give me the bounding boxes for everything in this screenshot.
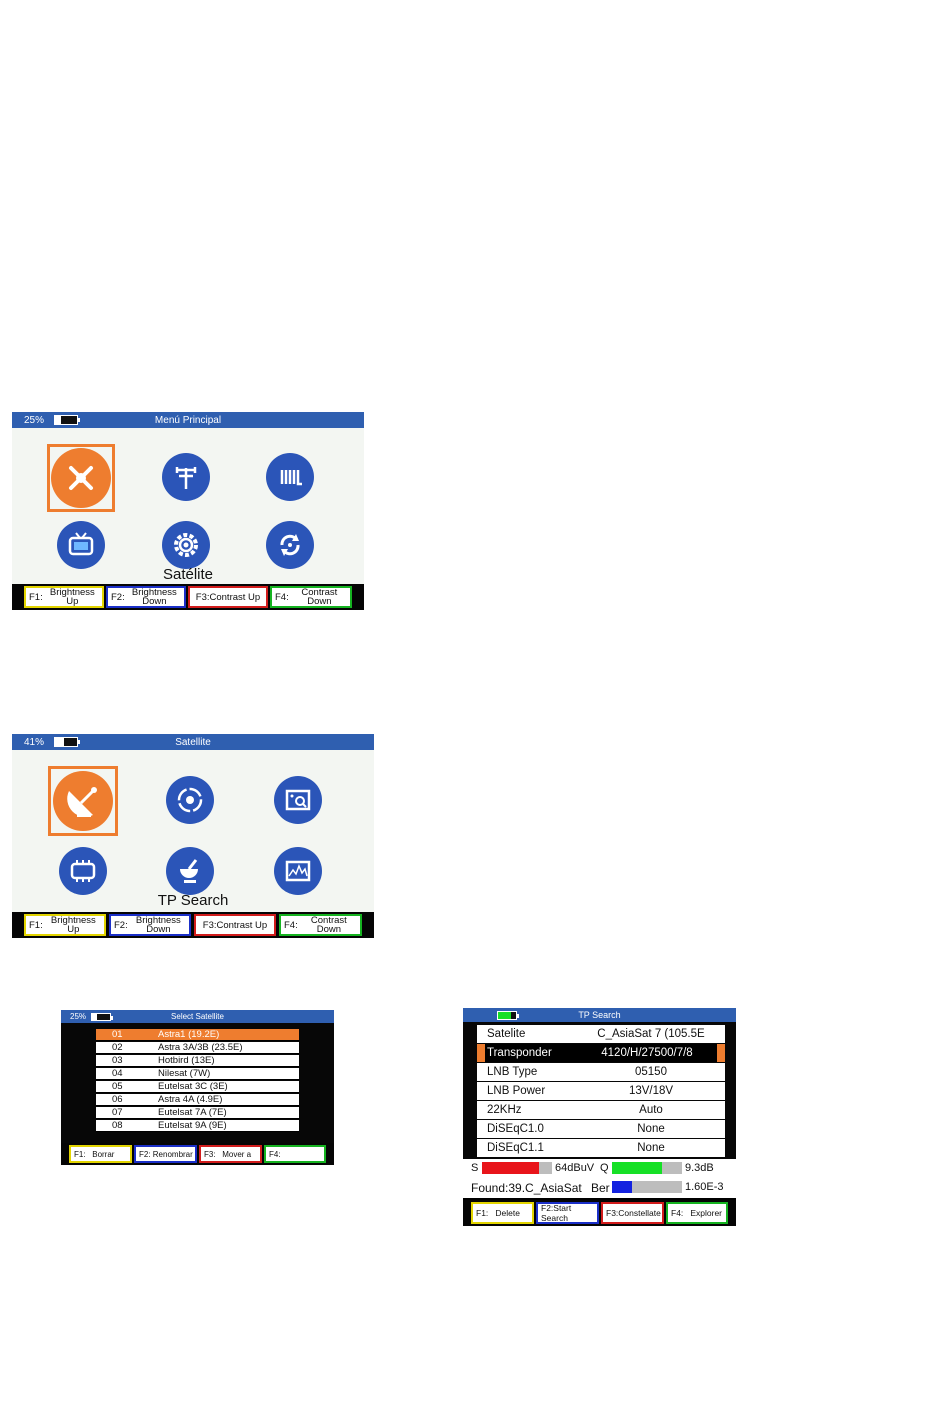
photo-search-icon[interactable]	[274, 776, 322, 824]
signal-strength-bar	[482, 1162, 552, 1174]
param-transponder[interactable]: Transponder 4120/H/27500/7/8	[477, 1044, 725, 1062]
settings-gear-icon[interactable]	[162, 521, 210, 569]
signal-strength-value: 64dBuV	[555, 1162, 595, 1174]
status-bar: TP Search	[463, 1008, 736, 1022]
f3-button[interactable]: F3: Mover a	[199, 1145, 262, 1163]
icon-grid: TP Search	[12, 750, 374, 912]
blind-scan-icon[interactable]	[166, 776, 214, 824]
lnb-icon[interactable]	[59, 847, 107, 895]
selected-item-label: TP Search	[157, 892, 229, 909]
battery-percent: 25%	[70, 1012, 87, 1021]
list-item[interactable]: 03 Hotbird (13E)	[96, 1055, 299, 1067]
status-bar: 25% Select Satellite	[61, 1010, 334, 1023]
param-lnb-power[interactable]: LNB Power 13V/18V	[477, 1082, 725, 1100]
satellite-icon[interactable]	[51, 448, 111, 508]
param-diseqc11[interactable]: DiSEqC1.1 None	[477, 1139, 725, 1157]
signal-quality-value: 9.3dB	[685, 1162, 714, 1174]
ber-bar	[612, 1181, 682, 1193]
f3-button[interactable]: F3:Contrast Up	[194, 914, 276, 936]
signal-label: S	[471, 1162, 479, 1174]
screen-title: Satellite	[175, 736, 211, 748]
quality-label: Q	[600, 1162, 609, 1174]
f1-delete-button[interactable]: F1: Delete	[471, 1202, 534, 1224]
list-item[interactable]: 05 Eutelsat 3C (3E)	[96, 1081, 299, 1093]
screen-title: Menú Principal	[154, 414, 222, 426]
tv-icon[interactable]	[57, 521, 105, 569]
battery-icon	[91, 1012, 113, 1021]
tp-parameters: Satelite C_AsiaSat 7 (105.5E Transponder…	[463, 1022, 736, 1159]
list-item[interactable]: 01 Astra1 (19.2E)	[96, 1029, 299, 1041]
param-lnb-type[interactable]: LNB Type 05150	[477, 1063, 725, 1081]
list-item[interactable]: 08 Eutelsat 9A (9E)	[96, 1120, 299, 1132]
signal-quality-fill	[612, 1162, 663, 1174]
param-satellite[interactable]: Satelite C_AsiaSat 7 (105.5E	[477, 1025, 725, 1043]
selection-frame	[47, 444, 115, 512]
selection-frame	[48, 766, 118, 836]
selected-item-label: Satélite	[162, 566, 214, 583]
f4-explorer-button[interactable]: F4: Explorer	[666, 1202, 728, 1224]
icon-grid: Satélite	[12, 428, 364, 584]
signal-quality-bar	[612, 1162, 682, 1174]
battery-icon	[54, 415, 80, 425]
cable-icon[interactable]	[266, 453, 314, 501]
function-key-bar: F1: Borrar F2: Renombrar F3: Mover a F4:	[61, 1143, 334, 1165]
status-bar: 41% Satellite	[12, 734, 374, 750]
battery-percent: 41%	[24, 736, 45, 748]
battery-percent: 25%	[24, 414, 45, 426]
param-diseqc10[interactable]: DiSEqC1.0 None	[477, 1120, 725, 1138]
list-item[interactable]: 06 Astra 4A (4.9E)	[96, 1094, 299, 1106]
battery-icon	[54, 737, 80, 747]
ber-label: Ber	[591, 1181, 610, 1195]
signal-meters: S 64dBuV Q 9.3dB Found:39.C_AsiaSat Ber …	[463, 1159, 736, 1198]
f3-button[interactable]: F3:Contrast Up	[188, 586, 268, 608]
antenna-icon[interactable]	[162, 453, 210, 501]
dish-icon[interactable]	[53, 771, 113, 831]
f1-button[interactable]: F1: Borrar	[69, 1145, 132, 1163]
tp-search-screen: TP Search Satelite C_AsiaSat 7 (105.5E T…	[463, 1008, 736, 1226]
screen-title: Select Satellite	[171, 1012, 224, 1021]
status-bar: 25% Menú Principal	[12, 412, 364, 428]
f2-button[interactable]: F2: Renombrar	[134, 1145, 197, 1163]
ber-value: 1.60E-3	[685, 1181, 724, 1193]
found-status: Found:39.C_AsiaSat	[471, 1181, 582, 1195]
f2-start-search-button[interactable]: F2:Start Search	[536, 1202, 599, 1224]
spectrum-icon[interactable]	[274, 847, 322, 895]
function-key-bar: F1: Delete F2:Start Search F3:Constellat…	[463, 1198, 736, 1226]
list-item[interactable]: 02 Astra 3A/3B (23.5E)	[96, 1042, 299, 1054]
screen-title: TP Search	[578, 1010, 621, 1020]
battery-icon	[497, 1010, 519, 1020]
select-satellite-screen: 25% Select Satellite 01 Astra1 (19.2E) 0…	[61, 1010, 334, 1165]
satellite-list: 01 Astra1 (19.2E) 02 Astra 3A/3B (23.5E)…	[61, 1023, 334, 1143]
f3-constellate-button[interactable]: F3:Constellate	[601, 1202, 664, 1224]
dish-setup-icon[interactable]	[166, 847, 214, 895]
list-item[interactable]: 04 Nilesat (7W)	[96, 1068, 299, 1080]
list-item[interactable]: 07 Eutelsat 7A (7E)	[96, 1107, 299, 1119]
param-22khz[interactable]: 22KHz Auto	[477, 1101, 725, 1119]
main-menu-screen: 25% Menú Principal Satélite F1: Brightne…	[12, 412, 364, 610]
f4-button[interactable]: F4:	[264, 1145, 326, 1163]
signal-strength-fill	[482, 1162, 540, 1174]
update-icon[interactable]	[266, 521, 314, 569]
ber-fill	[612, 1181, 632, 1193]
